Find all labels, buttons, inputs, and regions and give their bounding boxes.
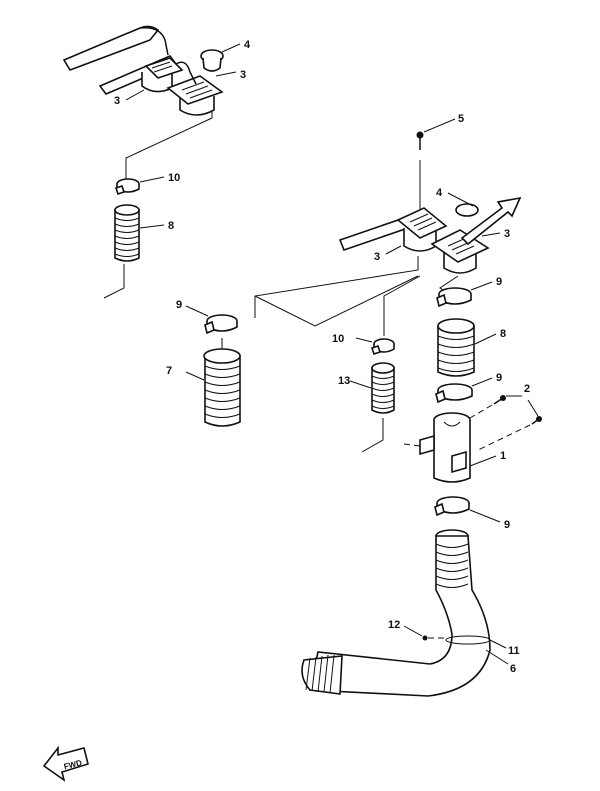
callout-label: 4 [436,187,443,199]
airflow-strip-upper [62,25,160,71]
callout-label: 3 [114,95,120,107]
callout-label: 5 [458,113,464,125]
hose-clamp-9-left [204,314,238,335]
valve-plate-left [396,207,448,239]
leader-to-clamp-10-mid [383,275,421,336]
airflow-arrow-outlet [460,196,522,246]
arrow-left-icon [42,745,89,782]
valve-plate-right [166,75,224,105]
bellows-hose-8-mid [371,362,395,414]
callout-label: 4 [244,39,251,51]
bellows-hose-7 [437,318,475,377]
hose-clamp-9-right-middle [435,383,473,404]
callout-label: 11 [508,645,520,657]
upper-right-valve-assembly [338,196,522,274]
callout-label: 6 [510,663,516,675]
hose-clamp-9-right-lower [434,496,470,517]
fwd-direction-marker: FWD [42,745,89,782]
assembly-leader-line [125,112,213,180]
elbow-hose-6 [301,529,491,697]
callout-label: 10 [332,333,344,345]
hose-clamp-10-left [114,178,140,196]
callout-label: 8 [168,220,174,232]
callout-label: 3 [240,69,246,81]
airflow-strip-inlet [338,216,410,252]
callout-label: 10 [168,172,180,184]
callout-label: 3 [374,251,380,263]
callout-label: 13 [338,375,350,387]
callout-label: 9 [504,519,510,531]
hose-clamp-10-mid [370,338,395,356]
callout-label: 12 [388,619,400,631]
callout-label: 7 [166,365,172,377]
callout-label: 3 [504,228,510,240]
callout-label: 8 [500,328,506,340]
cap-right [455,203,479,217]
leader-to-clamp-9-left [254,256,419,318]
screws-2 [493,395,542,425]
fwd-label: FWD [63,758,83,771]
callout-label: 2 [524,383,530,395]
screw-5 [416,131,424,150]
callout-label: 9 [496,372,502,384]
callout-label: 9 [496,276,502,288]
callout-label: 9 [176,299,182,311]
bellows-hose-13 [203,348,241,427]
hose-clamp-9-right-upper [436,287,472,308]
housing-bracket-1 [403,412,471,483]
upper-left-valve-assembly [62,25,224,116]
callout-label: 1 [500,450,506,462]
bellows-hose-8-left [114,204,140,262]
valve-plate-left [144,57,184,79]
screw-12 [422,635,428,641]
